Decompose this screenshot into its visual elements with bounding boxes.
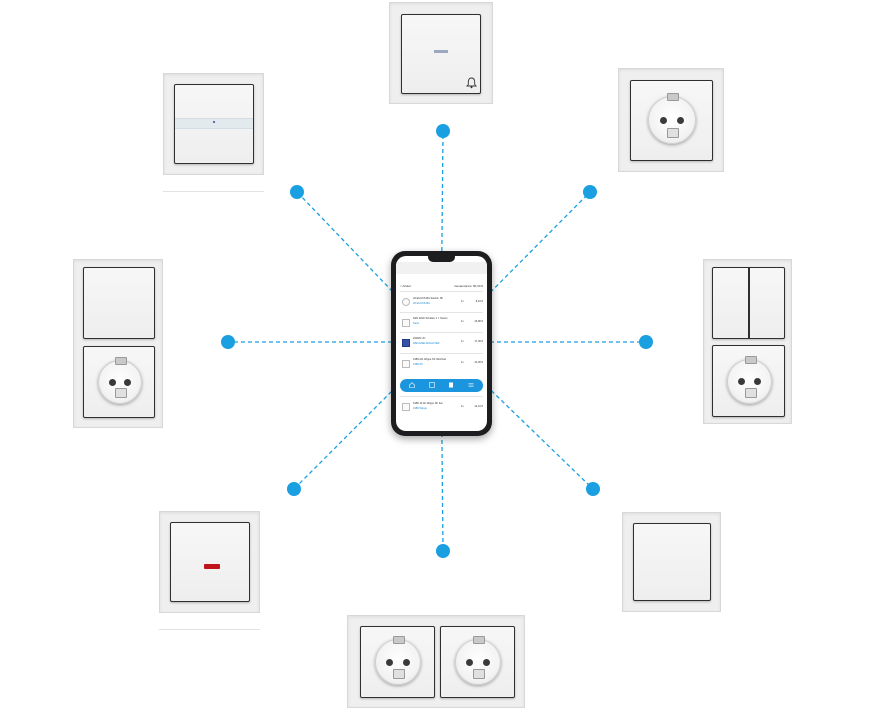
connector-dot-top: [436, 124, 450, 138]
socket-insert-left: [360, 626, 435, 698]
list-item[interactable]: 20 EUCKS-BA Steckd. SF 20 EUCKS-BA 1x 8,…: [396, 294, 487, 311]
double-rocker-switch[interactable]: [712, 267, 785, 339]
app-tab-bar: [400, 379, 483, 392]
connector-dot-left: [221, 335, 235, 349]
back-link[interactable]: < Artikel: [400, 284, 411, 288]
phone-status-bar: [396, 262, 487, 274]
list-item[interactable]: 1986 Jb Ab Wippe SF Ital. 1986 Wippe 1x …: [396, 399, 487, 415]
divider: [163, 191, 264, 192]
double-rocker-combo-frame: [703, 259, 792, 424]
connector-dot-top-right: [583, 185, 597, 199]
combo-socket-insert: [83, 346, 155, 418]
home-icon[interactable]: [409, 382, 415, 388]
switch-socket-combo-frame: [73, 259, 163, 428]
cart-icon[interactable]: [448, 382, 454, 388]
bell-switch-frame: [389, 2, 493, 104]
connector-dot-bottom-right: [586, 482, 600, 496]
phone-screen: < Artikel Gesamtpreis: 80,30 € 20 EUCKS-…: [396, 256, 487, 431]
socket-outlet[interactable]: [727, 356, 772, 404]
red-led-switch-rocker[interactable]: [170, 522, 250, 602]
socket-outlet[interactable]: [455, 636, 501, 685]
menu-icon[interactable]: [468, 382, 474, 388]
bell-switch-rocker[interactable]: [401, 14, 481, 94]
connector-dot-bottom: [436, 544, 450, 558]
led-strip: [175, 118, 253, 129]
socket-outlet[interactable]: [648, 93, 696, 144]
red-led-switch-frame: [159, 511, 260, 613]
list-item[interactable]: FEN Wahl Schalter 1 f. Serien Serie 1x 1…: [396, 314, 487, 331]
phone-notch: [428, 256, 455, 262]
plain-switch-frame: [622, 512, 721, 612]
status-led: [213, 121, 215, 123]
product-icon[interactable]: [429, 382, 435, 388]
single-socket-insert: [630, 80, 713, 161]
list-item[interactable]: 2000/6 UC WECHSELSCHALTER 1x 17,00 €: [396, 334, 487, 352]
plain-switch-rocker[interactable]: [633, 523, 711, 601]
connector-dot-right: [639, 335, 653, 349]
socket-insert-right: [440, 626, 515, 698]
double-socket-frame: [347, 615, 525, 708]
locator-light: [434, 50, 448, 53]
socket-outlet[interactable]: [98, 357, 142, 404]
bell-icon: [466, 77, 477, 89]
connector-dot-bottom-left: [287, 482, 301, 496]
led-switch-rocker[interactable]: [174, 84, 254, 164]
single-socket-frame: [618, 68, 724, 172]
combo-switch-rocker[interactable]: [83, 267, 155, 339]
socket-outlet[interactable]: [375, 636, 421, 685]
total-price: Gesamtpreis: 80,30 €: [454, 284, 483, 288]
red-indicator-led: [204, 564, 220, 569]
smartphone: < Artikel Gesamtpreis: 80,30 € 20 EUCKS-…: [391, 251, 492, 436]
combo-socket-insert: [712, 345, 785, 417]
divider: [159, 629, 260, 630]
led-switch-frame: [163, 73, 264, 175]
connector-dot-top-left: [290, 185, 304, 199]
list-item[interactable]: 1986 Abt Wippe SF Wechsel 1986-0S 1x 10,…: [396, 355, 487, 373]
